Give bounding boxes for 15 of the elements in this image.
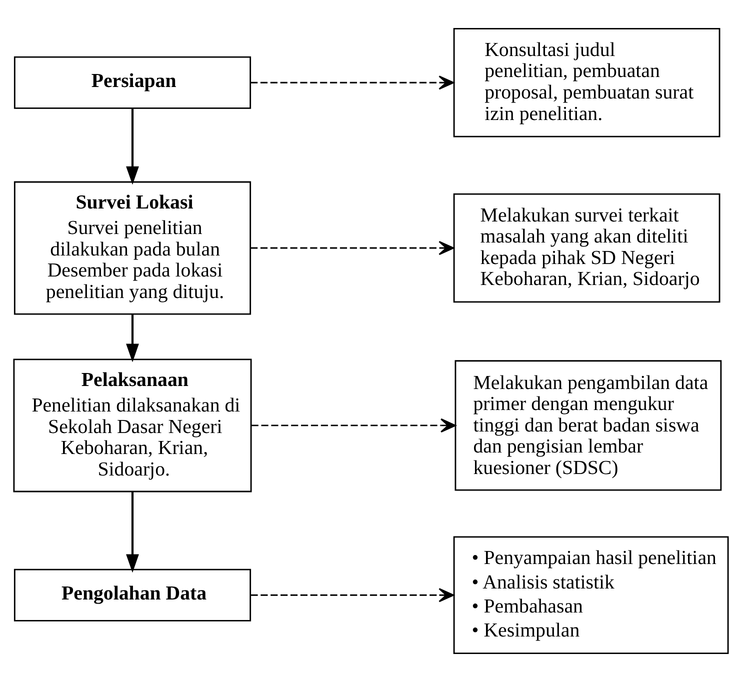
node-box: Pengolahan Data — [14, 568, 252, 621]
arrow — [126, 108, 139, 184]
node-box: Melakukan survei terkait masalah yang akan diteliti kepada pihak SD Negeri Keboharan, Krian, Sidoarjo — [453, 192, 720, 302]
node-box: • Penyampaian hasil penelitian • Analisis statistik • Pembahasan • Kesimpulan — [453, 536, 729, 654]
arrow — [126, 491, 139, 572]
arrow — [250, 75, 454, 90]
arrow — [126, 314, 139, 362]
arrow — [250, 588, 454, 602]
arrow — [251, 418, 456, 432]
arrow — [250, 240, 454, 255]
node-box: Melakukan pengambilan data primer dengan mengukur tinggi dan berat badan siswa dan pengisian lembar kuesioner (SDSC) — [454, 360, 722, 490]
node-box: Survei Lokasi Survei penelitian dilakukan pada bulan Desember pada lokasi penelitian yang dituju. — [14, 180, 252, 314]
node-box: Persiapan — [14, 56, 252, 108]
node-box: Pelaksanaan Penelitian dilaksanakan di Sekolah Dasar Negeri Keboharan, Krian, Sidoarjo. — [13, 358, 252, 492]
node-box: Konsultasi judul penelitian, pembuatan proposal, pembuatan surat izin penelitian. — [453, 27, 720, 137]
